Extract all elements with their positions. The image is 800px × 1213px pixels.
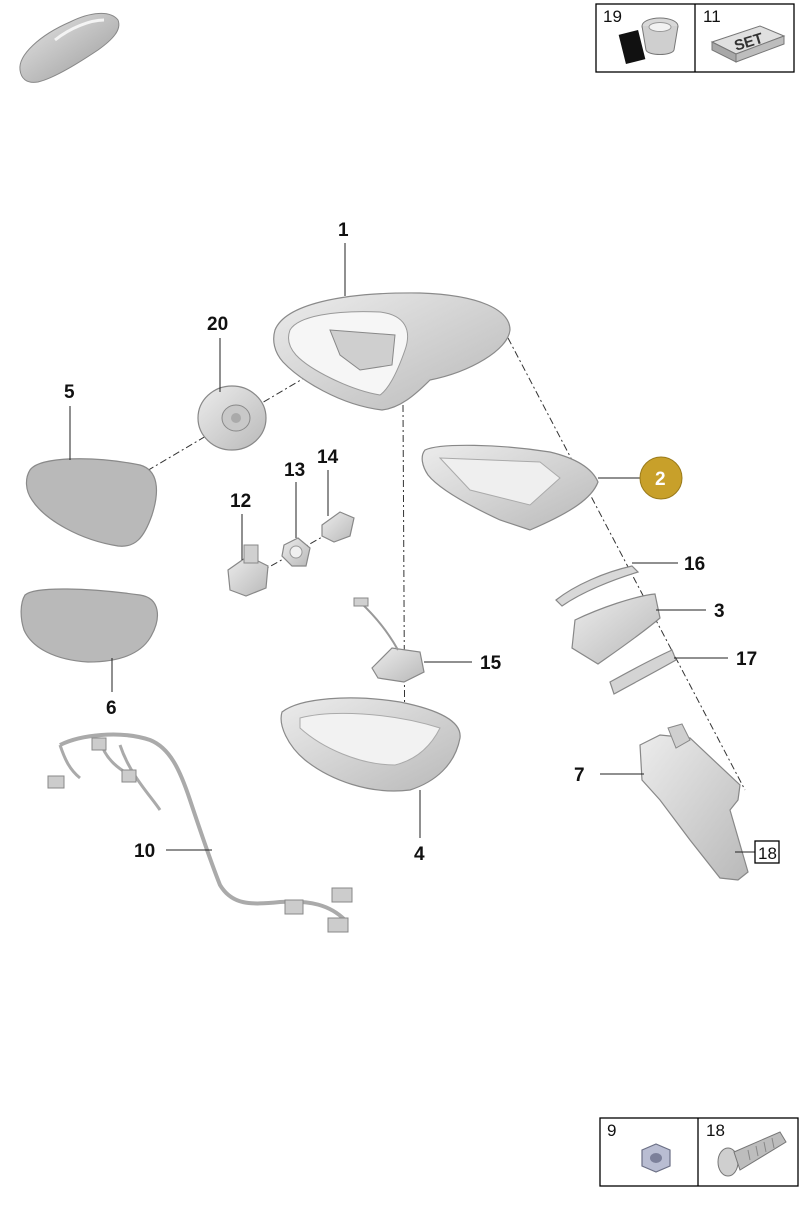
callout-12: 12 (230, 491, 251, 512)
part-2-cover-frame (421, 444, 599, 531)
leader-lines (69, 243, 755, 853)
sealing-tape-roll-icon (618, 17, 679, 64)
part-17-turn-signal-lens (609, 649, 677, 695)
callout-5: 5 (64, 382, 75, 403)
callout-4: 4 (414, 844, 425, 865)
car-silhouette-icon (19, 13, 120, 83)
callout-15: 15 (480, 653, 502, 674)
callout-6: 6 (106, 698, 117, 719)
callout-2-highlight[interactable] (639, 456, 683, 500)
part-12-connector (227, 544, 269, 597)
part-3-turn-signal-housing (571, 593, 661, 665)
part-15-light-module (353, 597, 425, 683)
part-4-lower-mirror-cover (280, 697, 461, 792)
bolt-icon (717, 1131, 787, 1177)
part-7-mirror-base (639, 723, 749, 881)
hex-nut-icon (641, 1143, 671, 1173)
box-number-19: 19 (603, 7, 622, 26)
box-number-18: 18 (706, 1121, 725, 1140)
part-5-mirror-glass (25, 458, 158, 547)
part-10-wiring-harness (47, 732, 353, 933)
callout-20: 20 (207, 314, 228, 335)
callout-18: 18 (758, 844, 777, 863)
callout-17: 17 (736, 649, 757, 670)
callout-numbers: 1 20 5 6 12 13 14 16 3 17 15 4 7 10 18 2 (64, 220, 780, 865)
part-6-mirror-glass (20, 588, 158, 663)
part-13-clip (281, 537, 311, 567)
part-14-bracket (321, 511, 355, 543)
top-right-parts-box: 19 11 SET (595, 3, 795, 73)
set-box-icon: SET (710, 25, 786, 63)
callout-13: 13 (284, 460, 305, 481)
callout-18-box (754, 840, 780, 864)
callout-10: 10 (134, 841, 155, 862)
part-1-mirror-housing (273, 292, 511, 411)
part-16-seal-ring (555, 565, 640, 607)
part-20-adjustment-motor (197, 385, 267, 451)
callout-2: 2 (655, 469, 666, 490)
bottom-right-parts-box: 9 18 (599, 1117, 799, 1187)
callout-14: 14 (317, 447, 339, 468)
callout-7: 7 (574, 765, 585, 786)
callout-16: 16 (684, 554, 705, 575)
callout-3: 3 (714, 601, 725, 622)
callout-1: 1 (338, 220, 349, 241)
box-number-11: 11 (703, 7, 721, 26)
box-number-9: 9 (607, 1121, 616, 1140)
